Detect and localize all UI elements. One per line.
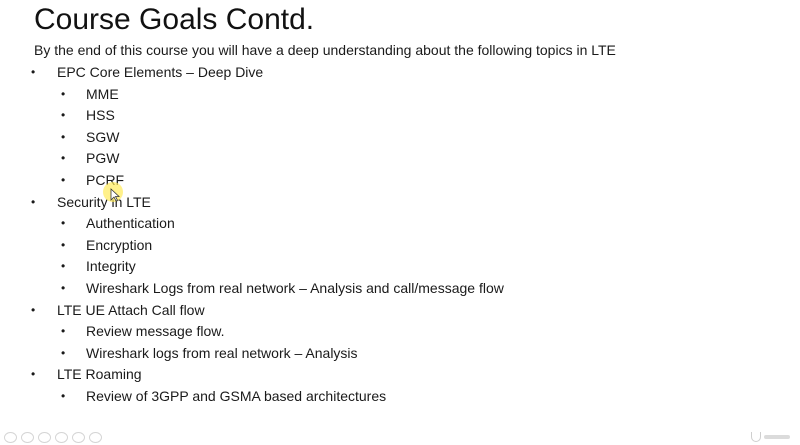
bullet-marker: • [61,259,66,274]
item-text: Wireshark logs from real network – Analy… [86,344,358,361]
bullet-marker: • [61,129,66,144]
bullet-marker: • [61,345,66,360]
item-text: Review of 3GPP and GSMA based architectu… [86,387,387,404]
bullet-marker: • [61,216,66,231]
watermark-mark [751,432,761,442]
bullet-marker: • [61,108,66,123]
bullet-marker: • [61,172,66,187]
previous-icon[interactable] [4,432,17,443]
subtopic-item: • Integrity [0,256,800,278]
subtopic-item: • Review of 3GPP and GSMA based architect… [0,386,800,408]
item-text: LTE Roaming [57,366,142,383]
zoom-icon[interactable] [72,432,85,443]
slide-title: Course Goals Contd. [34,3,315,36]
item-text: Wireshark Logs from real network – Analy… [86,279,504,296]
bullet-marker: • [31,302,36,317]
item-text: HSS [86,107,115,124]
watermark-wordmark [764,435,790,439]
subtopic-item: • Encryption [0,235,800,257]
bullet-marker: • [61,280,66,295]
item-text: Review message flow. [86,323,225,340]
mouse-pointer-icon [110,188,120,202]
subtopic-item: • HSS [0,105,800,127]
item-text: Encryption [86,236,153,253]
item-text: Integrity [86,258,136,275]
more-icon[interactable] [89,432,102,443]
subtopic-item: • PGW [0,148,800,170]
bullet-list: • EPC Core Elements – Deep Dive • MME • HSS • S… [0,62,800,408]
bullet-marker: • [61,237,66,252]
subtopic-item: • Review message flow. [0,321,800,343]
topic-item: • Security in LTE [0,192,800,214]
bullet-marker: • [31,367,36,382]
item-text: LTE UE Attach Call flow [57,301,205,318]
udemy-logo-icon [751,430,790,444]
item-text: Authentication [86,215,175,232]
item-text: EPC Core Elements – Deep Dive [57,64,264,80]
subtopic-item: • SGW [0,127,800,149]
next-icon[interactable] [21,432,34,443]
item-text: MME [86,85,119,102]
subtopic-item: • Authentication [0,213,800,235]
bullet-marker: • [31,194,36,209]
bullet-marker: • [61,324,66,339]
subtopic-item: • Wireshark logs from real network – Anal… [0,343,800,365]
subtopic-item: • MME [0,84,800,106]
topic-item: • LTE Roaming [0,364,800,386]
bullet-marker: • [61,151,66,166]
item-text: PGW [86,150,120,167]
bullet-marker: • [31,65,36,79]
bullet-marker: • [61,86,66,101]
item-text: SGW [86,128,120,145]
pen-icon[interactable] [38,432,51,443]
item-text: Security in LTE [57,193,151,210]
slide-intro: By the end of this course you will have … [34,42,616,58]
slides-icon[interactable] [55,432,68,443]
topic-item: • LTE UE Attach Call flow [0,300,800,322]
bullet-marker: • [61,388,66,403]
topic-item: • EPC Core Elements – Deep Dive [0,62,800,84]
presentation-toolbar[interactable] [4,432,102,444]
subtopic-item: • Wireshark Logs from real network – Anal… [0,278,800,300]
